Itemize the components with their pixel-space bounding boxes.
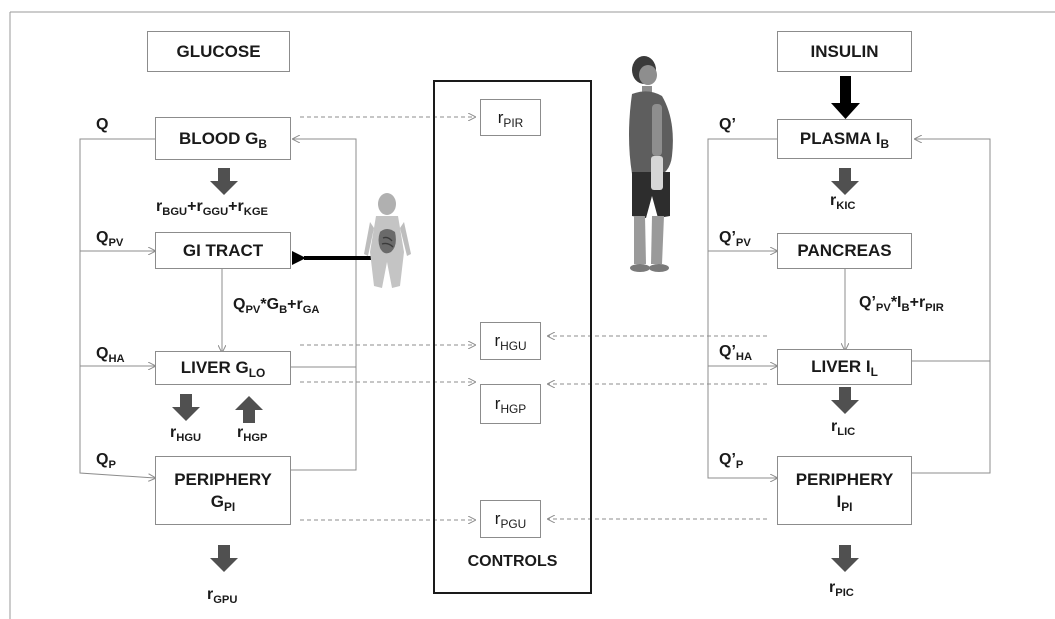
plasma-box: PLASMA IB: [777, 119, 912, 159]
controls-panel: [433, 80, 592, 594]
insulin-input-arrow: [831, 76, 860, 119]
insulin-liver-box: LIVER IL: [777, 349, 912, 385]
block-arrow-hgu: [172, 394, 200, 421]
blood-box: BLOOD GB: [155, 117, 291, 160]
glucose-liver-box: LIVER GLO: [155, 351, 291, 385]
insulin-header: INSULIN: [810, 41, 879, 61]
insulin-flow-qpv: Q’PV: [719, 229, 751, 249]
insulin-flow-qp: Q’P: [719, 451, 744, 471]
insulin-header-box: INSULIN: [777, 31, 912, 72]
glucose-periphery-line2: GPI: [210, 491, 236, 514]
control-hgu-box: rHGU: [480, 322, 541, 360]
glucose-flow-qpv: QPV: [96, 229, 124, 249]
block-arrow-blood-out: [210, 168, 238, 195]
glucose-header-box: GLUCOSE: [147, 31, 290, 72]
glucose-periphery-box: PERIPHERY GPI: [155, 456, 291, 525]
block-arrow-kic: [831, 168, 859, 195]
glucose-gpu-rate: rGPU: [207, 586, 238, 606]
insulin-liver-label: LIVER IL: [811, 357, 878, 380]
insulin-left-loop: [707, 138, 777, 478]
gi-tract-box: GI TRACT: [155, 232, 291, 269]
gi-to-liver-rate: QPV*GB+rGA: [233, 296, 320, 316]
control-pgu-label: rPGU: [494, 509, 527, 532]
insulin-pic-rate: rPIC: [829, 579, 854, 599]
plasma-label: PLASMA IB: [799, 129, 890, 152]
insulin-periphery-line2: IPI: [836, 491, 853, 514]
glucose-hgp-rate: rHGP: [237, 424, 268, 444]
glucose-liver-label: LIVER GLO: [180, 358, 266, 381]
glucose-right-loop: [290, 139, 357, 471]
insulin-lic-rate: rLIC: [831, 418, 856, 438]
insulin-flow-q: Q’: [719, 116, 736, 133]
dashed-connectors: [300, 117, 767, 520]
blood-out-rate: rBGU+rGGU+rKGE: [156, 198, 268, 218]
anatomy-figure: [364, 193, 411, 288]
control-pir-box: rPIR: [480, 99, 541, 136]
glucose-flow-qha: QHA: [96, 345, 125, 365]
glucose-left-loop: [79, 138, 155, 478]
gi-tract-label: GI TRACT: [182, 240, 264, 260]
block-arrow-lic: [831, 387, 859, 414]
insulin-periphery-line1: PERIPHERY: [795, 470, 894, 490]
control-pir-label: rPIR: [497, 107, 524, 131]
glucose-flow-qp: QP: [96, 451, 116, 471]
insulin-periphery-box: PERIPHERY IPI: [777, 456, 912, 525]
blood-label: BLOOD GB: [179, 128, 267, 152]
pancreas-to-liver-rate: Q’PV*IB+rPIR: [859, 294, 944, 314]
person-figure: [629, 56, 673, 272]
block-arrow-hgp: [235, 396, 263, 423]
block-arrow-pic: [831, 545, 859, 572]
controls-label: CONTROLS: [467, 553, 558, 570]
insulin-right-loop: [912, 139, 991, 474]
insulin-kic-rate: rKIC: [830, 192, 856, 212]
control-hgp-box: rHGP: [480, 384, 541, 424]
control-pgu-box: rPGU: [480, 500, 541, 538]
pancreas-label: PANCREAS: [797, 241, 892, 261]
control-hgu-label: rHGU: [494, 331, 527, 354]
pancreas-box: PANCREAS: [777, 233, 912, 269]
block-arrow-gpu: [210, 545, 238, 572]
insulin-flow-qha: Q’HA: [719, 343, 753, 363]
glucose-hgu-rate: rHGU: [170, 424, 202, 444]
glucose-header: GLUCOSE: [176, 41, 261, 61]
glucose-flow-q: Q: [96, 116, 109, 133]
control-hgp-label: rHGP: [494, 394, 527, 417]
glucose-periphery-line1: PERIPHERY: [174, 470, 272, 490]
